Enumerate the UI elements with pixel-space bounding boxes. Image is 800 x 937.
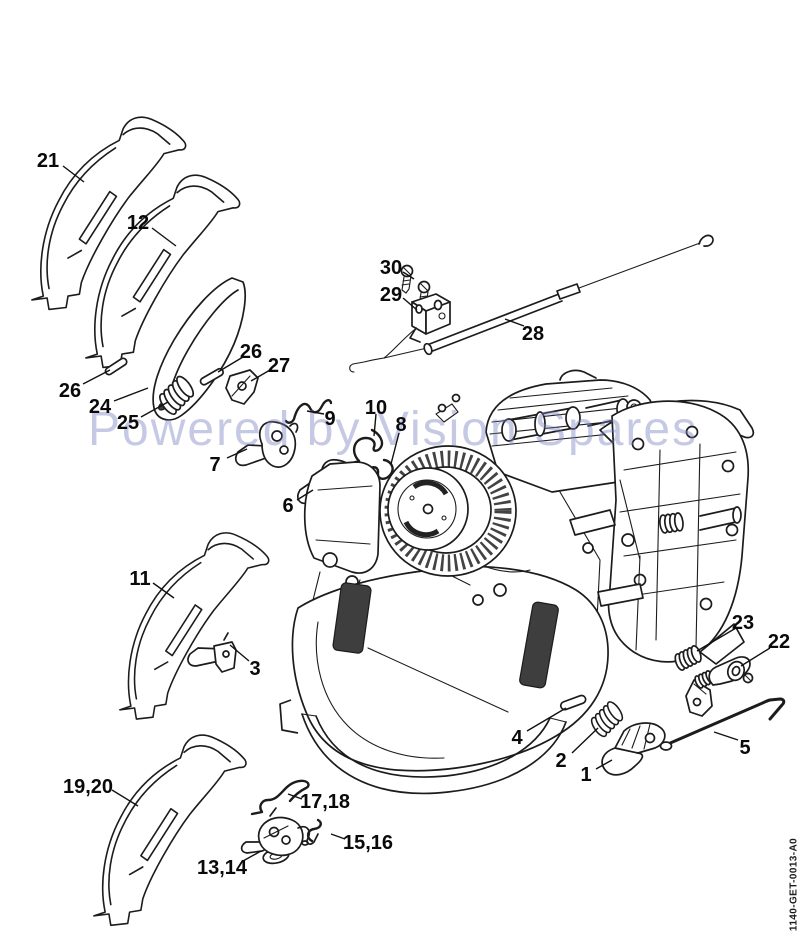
leader-line-23 (696, 627, 737, 652)
leader-line-3 (229, 644, 250, 662)
part-label-8: 8 (395, 414, 406, 436)
part-label-24: 24 (89, 396, 112, 418)
part-label-15-16: 15,16 (343, 832, 393, 854)
leader-line-17-18 (287, 793, 303, 800)
part-label-26: 26 (59, 380, 81, 402)
part-label-13-14: 13,14 (197, 857, 248, 879)
leader-line-21 (62, 165, 85, 183)
leader-line-6 (296, 489, 314, 501)
part-label-27: 27 (268, 355, 290, 377)
part-label-2: 2 (555, 750, 566, 772)
part-label-4: 4 (511, 727, 523, 749)
part-throttle-trigger-1 (601, 722, 673, 776)
part-wire-lever-17-18 (250, 779, 310, 816)
part-label-17-18: 17,18 (300, 791, 350, 813)
leader-line-19-20 (111, 789, 139, 807)
leader-line-8 (390, 432, 400, 465)
leader-line-25 (140, 401, 169, 418)
part-label-7: 7 (209, 454, 220, 476)
leader-line-15-16 (330, 833, 346, 840)
part-label-22: 22 (768, 631, 790, 653)
part-pin-26-right (199, 367, 224, 386)
leader-line-27 (250, 369, 271, 382)
part-pin-4 (559, 694, 587, 711)
part-label-9: 9 (324, 408, 335, 430)
part-label-1: 1 (580, 764, 591, 786)
leader-line-5 (713, 731, 739, 741)
leader-line-28 (504, 318, 525, 327)
leader-line-10 (373, 413, 377, 437)
part-label-19-20: 19,20 (63, 776, 113, 798)
part-label-5: 5 (739, 737, 750, 759)
part-spring-23 (674, 645, 702, 671)
leader-line-29 (402, 297, 418, 311)
part-label-26: 26 (240, 341, 262, 363)
part-label-30: 30 (380, 257, 402, 279)
part-rod-5 (666, 697, 786, 746)
leader-line-4 (526, 707, 567, 732)
leader-line-12 (151, 227, 177, 247)
part-wire-spring-10 (352, 428, 384, 463)
leader-line-11 (152, 582, 175, 599)
part-pin-26-left (104, 357, 128, 376)
part-label-6: 6 (282, 495, 293, 517)
leader-line-7 (226, 448, 248, 459)
part-label-23: 23 (732, 612, 754, 634)
engine-assembly (279, 369, 755, 795)
part-screw-29 (417, 280, 431, 310)
leader-line-2 (571, 727, 599, 754)
part-cable-switch-block (383, 293, 451, 359)
leader-line-22 (740, 647, 771, 667)
leader-line-1 (595, 759, 613, 770)
part-label-21: 21 (37, 150, 59, 172)
leader-line-30 (402, 271, 415, 280)
part-label-12: 12 (127, 212, 149, 234)
part-label-3: 3 (249, 658, 260, 680)
part-label-11: 11 (129, 568, 150, 590)
leader-line-26 (82, 369, 111, 385)
part-lever-assembly-13-14 (240, 807, 319, 865)
leader-line-13-14 (242, 850, 262, 862)
part-label-10: 10 (365, 397, 387, 419)
part-label-28: 28 (522, 323, 544, 345)
part-label-29: 29 (380, 284, 402, 306)
part-switch-lever-3 (187, 632, 237, 673)
part-throttle-cable-28 (349, 234, 714, 373)
leader-line-26 (217, 356, 244, 373)
leader-line-9 (306, 410, 325, 415)
part-screw-30 (400, 264, 414, 294)
part-label-25: 25 (117, 412, 139, 434)
leader-line-24 (113, 387, 149, 402)
part-interlock-lever-22 (685, 656, 754, 717)
part-bracket-27 (225, 369, 259, 405)
